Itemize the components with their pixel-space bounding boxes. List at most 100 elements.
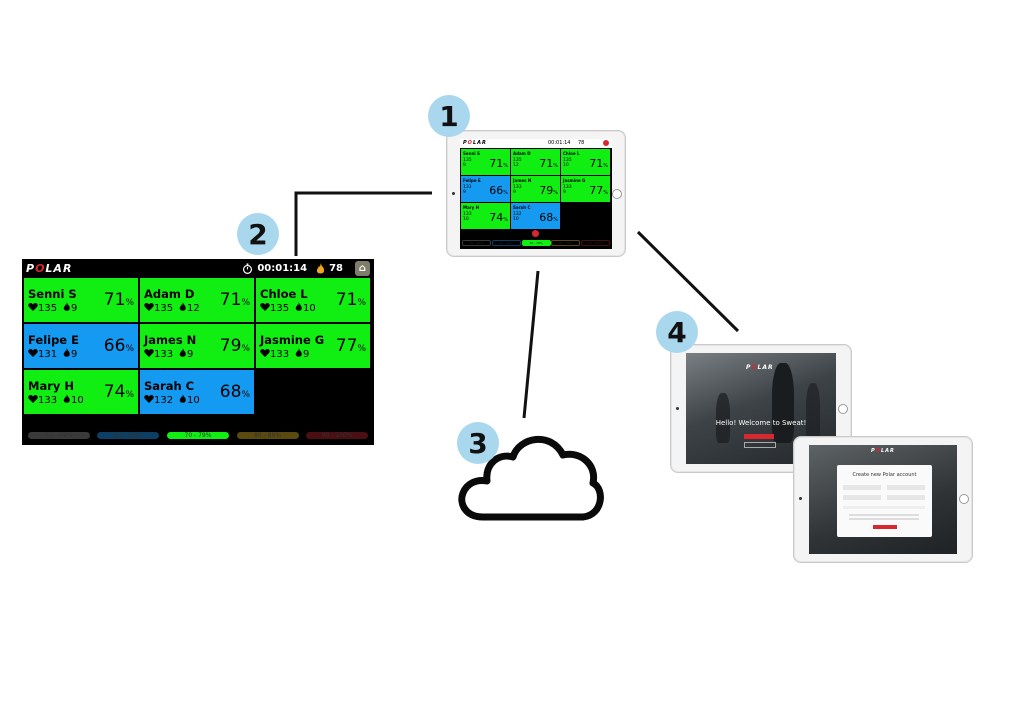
- flame-icon: [64, 394, 71, 403]
- connector-tablet-to-ipads: [636, 230, 740, 333]
- participant-name: James N: [513, 178, 532, 183]
- heart-rate: 135: [154, 303, 174, 314]
- tablet-camera: [676, 407, 679, 410]
- participant-stats: 135 12: [144, 302, 200, 314]
- calories: 10: [186, 395, 200, 406]
- max-hr-percent: 71%: [335, 290, 366, 310]
- connector-tablet-to-cloud: [522, 270, 540, 419]
- tablet-home-button[interactable]: [612, 189, 622, 199]
- max-hr-percent: 71%: [589, 157, 608, 170]
- password-input[interactable]: [887, 495, 925, 500]
- terms-text: [849, 518, 919, 520]
- participant-name: Adam D: [513, 151, 531, 156]
- heart-rate: 133: [38, 395, 58, 406]
- heart-rate: 133: [154, 349, 174, 360]
- flame-icon: [64, 348, 71, 357]
- tv-top-bar: POLAR 00:01:14 78 ⌂: [22, 259, 374, 278]
- heart-rate: 135: [38, 303, 58, 314]
- tablet-record-button[interactable]: [532, 230, 539, 237]
- participant-stats: 133 10: [28, 394, 84, 406]
- calories: 9: [186, 349, 194, 360]
- heart-icon: [28, 395, 38, 403]
- heart-rate-zone-legend: 50 - 59%60 - 69%70 - 79%80 - 89%90 - 100…: [24, 432, 372, 439]
- participant-name: Mary H: [28, 379, 74, 393]
- participant-name: Chloe L: [563, 151, 580, 156]
- flame-icon: [180, 394, 187, 403]
- flame-icon: [296, 302, 303, 311]
- participant-name: Sarah C: [144, 379, 195, 393]
- participant-name: Jasmine G: [563, 178, 586, 183]
- tablet-stop-icon[interactable]: [603, 140, 609, 146]
- welcome-polar-logo: POLAR: [746, 364, 774, 371]
- flame-icon: [180, 348, 187, 357]
- heart-icon: [144, 395, 154, 403]
- participant-stats: 132 10: [144, 394, 200, 406]
- participant-name: Chloe L: [260, 287, 308, 301]
- heart-icon: [28, 349, 38, 357]
- create-account-form: Create new Polar account: [837, 465, 932, 537]
- heart-rate: 132: [154, 395, 174, 406]
- step-badge-4: 4: [656, 311, 698, 353]
- max-hr-percent: 74%: [103, 382, 134, 402]
- connector-tv-to-tablet: [294, 191, 432, 256]
- calories: 10: [70, 395, 84, 406]
- max-hr-percent: 71%: [539, 157, 558, 170]
- max-hr-percent: 68%: [219, 382, 250, 402]
- max-hr-percent: 79%: [219, 336, 250, 356]
- stopwatch-icon: [243, 263, 253, 274]
- first-name-input[interactable]: [843, 485, 881, 490]
- max-hr-percent: 71%: [103, 290, 134, 310]
- tablet-zone-pill: 80 - 89%: [551, 240, 581, 246]
- tablet-home-button[interactable]: [959, 494, 969, 504]
- max-hr-percent: 77%: [335, 336, 366, 356]
- participant-name: Senni S: [28, 287, 77, 301]
- session-timer: 00:01:14: [257, 263, 308, 274]
- sign-up-button[interactable]: [744, 434, 774, 439]
- tablet-create-account: POLAR Create new Polar account: [793, 436, 973, 563]
- tablet-camera: [452, 192, 455, 195]
- participant-name: Felipe E: [463, 178, 481, 183]
- max-hr-percent: 74%: [489, 211, 508, 224]
- email-input[interactable]: [843, 495, 881, 500]
- heart-rate: 133: [270, 349, 290, 360]
- profile-options-row[interactable]: [843, 506, 925, 509]
- tablet-header: POLAR 00:01:14 78: [460, 139, 612, 148]
- heart-rate: 131: [38, 349, 58, 360]
- max-hr-percent: 77%: [589, 184, 608, 197]
- tablet-home-button[interactable]: [838, 404, 848, 414]
- create-account-button[interactable]: [873, 525, 897, 529]
- zone-pill: 90 - 100%: [306, 432, 369, 439]
- participant-stats: 133 9: [260, 348, 309, 360]
- heart-icon: [144, 303, 154, 311]
- sign-in-button[interactable]: [744, 442, 776, 448]
- tablet-camera: [799, 497, 802, 500]
- home-icon[interactable]: ⌂: [355, 261, 370, 276]
- tablet-member-welcome: POLAR Hello! Welcome to Sweat!: [670, 344, 852, 473]
- participant-name: Mary H: [463, 205, 479, 210]
- tablet-polar-logo: POLAR: [463, 140, 487, 146]
- dancer-figure: [772, 363, 794, 443]
- last-name-input[interactable]: [887, 485, 925, 490]
- terms-text: [849, 514, 919, 516]
- account-polar-logo: POLAR: [871, 448, 895, 454]
- heart-icon: [144, 349, 154, 357]
- heart-icon: [28, 303, 38, 311]
- tv-session-status: 00:01:14 78 ⌂: [242, 261, 370, 276]
- calories: 12: [186, 303, 200, 314]
